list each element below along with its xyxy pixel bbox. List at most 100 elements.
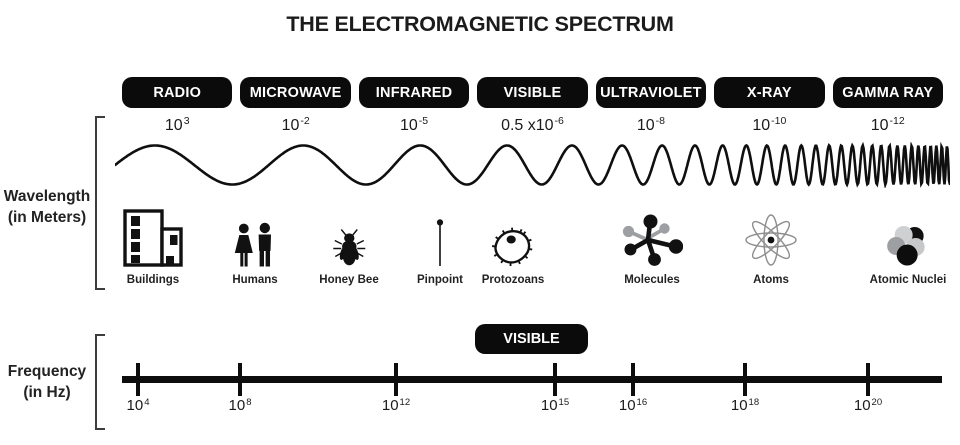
scale-object-protozoans: Protozoans xyxy=(481,209,545,286)
freq-tick-label: 108 xyxy=(228,397,252,415)
tick-exponent: 4 xyxy=(144,396,150,408)
wavelength-base: 10 xyxy=(752,117,771,134)
freq-tick-label: 1016 xyxy=(618,396,648,415)
band-gammaray: GAMMA RAY 10-12 xyxy=(832,77,943,135)
tick-exponent: 18 xyxy=(748,396,760,408)
freq-tick xyxy=(394,363,398,396)
scale-object-atoms: Atoms xyxy=(744,209,798,286)
scale-object-label: Pinpoint xyxy=(417,274,463,286)
wavelength-value-gammaray: 10-12 xyxy=(870,114,905,135)
scale-object-atomic-nuclei: Atomic Nuclei xyxy=(869,209,947,286)
band-xray: X-RAY 10-10 xyxy=(714,77,825,135)
atoms-icon xyxy=(745,214,797,266)
band-pill-xray: X-RAY xyxy=(714,77,825,108)
humans-icon-box xyxy=(233,209,277,267)
scale-object-pinpoint: Pinpoint xyxy=(417,209,463,286)
band-pill-visible: VISIBLE xyxy=(477,77,588,108)
scale-object-molecules: Molecules xyxy=(621,209,683,286)
wavelength-exponent: -2 xyxy=(300,114,310,127)
honey-bee-icon xyxy=(333,229,365,266)
tick-exponent: 16 xyxy=(636,396,648,408)
band-ultraviolet: ULTRAVIOLET 10-8 xyxy=(595,77,707,135)
frequency-axis-label-line1: Frequency xyxy=(7,363,87,380)
tick-base: 10 xyxy=(730,397,748,414)
tick-base: 10 xyxy=(381,397,399,414)
frequency-bracket xyxy=(95,334,105,430)
honey-bee-icon-box xyxy=(329,209,369,267)
scale-object-label: Molecules xyxy=(624,274,680,286)
scale-object-label: Protozoans xyxy=(481,274,545,286)
frequency-visible-pill: VISIBLE xyxy=(475,324,588,354)
scale-object-label: Humans xyxy=(232,274,278,286)
scale-object-label: Atomic Nuclei xyxy=(869,274,947,286)
wavelength-value-ultraviolet: 10-8 xyxy=(636,115,665,135)
scale-object-label: Buildings xyxy=(126,274,180,286)
freq-tick-label: 1018 xyxy=(730,396,760,415)
band-pill-ultraviolet: ULTRAVIOLET xyxy=(595,77,707,108)
band-row: RADIO 103 MICROWAVE 10-2 INFRARED 10-5 V… xyxy=(122,77,943,135)
pinpoint-icon xyxy=(436,219,444,266)
buildings-icon-box xyxy=(122,209,184,267)
page-title: THE ELECTROMAGNETIC SPECTRUM xyxy=(286,12,674,36)
freq-tick-label: 1020 xyxy=(853,396,883,415)
band-radio: RADIO 103 xyxy=(122,77,233,135)
tick-exponent: 15 xyxy=(558,396,570,408)
band-infrared: INFRARED 10-5 xyxy=(358,77,470,135)
em-wave xyxy=(115,142,950,188)
atoms-icon-box xyxy=(744,209,798,267)
wavelength-base: 10 xyxy=(636,117,655,134)
wavelength-value-visible: 0.5 x10-6 xyxy=(501,114,564,135)
buildings-icon xyxy=(123,209,183,267)
pinpoint-icon-box xyxy=(435,209,445,267)
band-pill-infrared: INFRARED xyxy=(358,77,470,108)
molecules-icon xyxy=(622,214,683,266)
wavelength-axis-label-line1: Wavelength xyxy=(3,188,91,205)
wavelength-base: 10 xyxy=(164,117,183,134)
freq-tick xyxy=(553,363,557,396)
freq-tick xyxy=(238,363,242,396)
band-pill-microwave: MICROWAVE xyxy=(240,77,351,108)
molecules-icon-box xyxy=(621,209,683,267)
protozoans-icon-box xyxy=(490,209,536,267)
wavelength-axis-label: Wavelength (in Meters) xyxy=(0,186,94,228)
wavelength-base: 10 xyxy=(399,117,418,134)
wavelength-base: 10 xyxy=(870,117,889,134)
scale-object-buildings: Buildings xyxy=(122,209,184,286)
scale-object-label: Honey Bee xyxy=(319,274,379,286)
tick-base: 10 xyxy=(228,397,246,414)
tick-exponent: 20 xyxy=(871,396,883,408)
atomic-nuclei-icon xyxy=(887,226,925,266)
wavelength-bracket xyxy=(95,116,105,290)
wavelength-prefix: 0.5 x xyxy=(501,117,536,134)
freq-tick xyxy=(866,363,870,396)
band-pill-radio: RADIO xyxy=(122,77,233,108)
tick-exponent: 12 xyxy=(399,396,411,408)
band-pill-gammaray: GAMMA RAY xyxy=(832,77,943,108)
tick-base: 10 xyxy=(618,397,636,414)
wavelength-value-xray: 10-10 xyxy=(752,114,787,135)
freq-tick xyxy=(631,363,635,396)
tick-base: 10 xyxy=(853,397,871,414)
wavelength-exponent: -12 xyxy=(889,114,905,127)
tick-base: 10 xyxy=(540,397,558,414)
wavelength-base: 10 xyxy=(281,117,300,134)
protozoans-icon xyxy=(492,227,533,266)
scale-object-humans: Humans xyxy=(232,209,278,286)
wavelength-axis-label-line2: (in Meters) xyxy=(7,209,87,226)
wavelength-exponent: 3 xyxy=(183,114,190,127)
wavelength-value-microwave: 10-2 xyxy=(281,114,310,135)
freq-tick-label: 1012 xyxy=(381,396,411,415)
frequency-axis-label: Frequency (in Hz) xyxy=(0,361,94,403)
wavelength-value-infrared: 10-5 xyxy=(399,114,429,135)
scale-object-honey-bee: Honey Bee xyxy=(319,209,379,286)
wavelength-value-radio: 103 xyxy=(164,114,190,135)
wavelength-exponent: -6 xyxy=(554,114,564,127)
scale-object-label: Atoms xyxy=(753,274,789,286)
freq-tick xyxy=(743,363,747,396)
frequency-axis-label-line2: (in Hz) xyxy=(23,384,71,401)
band-microwave: MICROWAVE 10-2 xyxy=(240,77,351,135)
wavelength-exponent: -10 xyxy=(771,114,787,127)
wavelength-exponent: -5 xyxy=(418,114,429,127)
freq-tick-label: 104 xyxy=(127,396,150,415)
